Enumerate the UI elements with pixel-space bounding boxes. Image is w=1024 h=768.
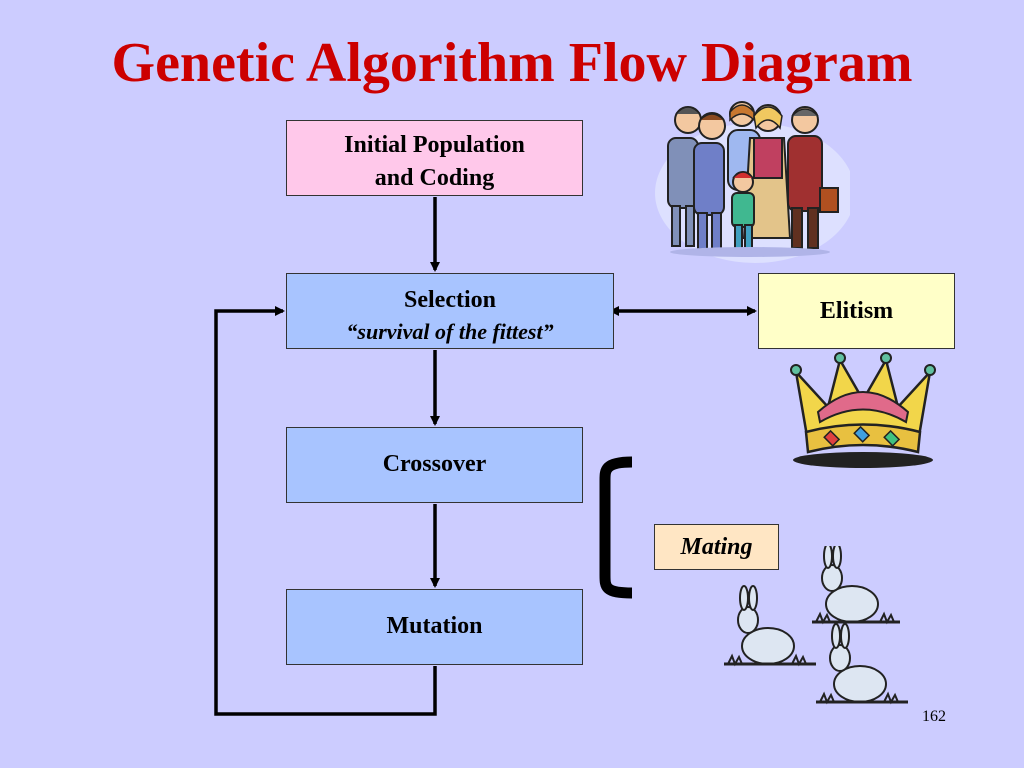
elitism-label: Elitism (819, 298, 894, 324)
mutation-label: Mutation (386, 613, 483, 639)
group-of-people-clipart (655, 101, 850, 263)
mating-label: Mating (680, 534, 753, 560)
rabbits-clipart (724, 546, 908, 705)
mutation-box: Mutation (286, 589, 583, 665)
initial-population-label-line2: and Coding (374, 165, 495, 191)
initial-population-box: Initial Population and Coding (286, 120, 583, 196)
slide-title: Genetic Algorithm Flow Diagram (111, 32, 913, 94)
selection-box: Selection “survival of the fittest” (286, 273, 614, 349)
mating-bracket (599, 456, 633, 599)
loop-mutation-to-selection (214, 306, 437, 716)
initial-population-label-line1: Initial Population (344, 132, 525, 158)
mating-box: Mating (654, 524, 779, 570)
crown-clipart (790, 352, 936, 468)
crossover-label: Crossover (382, 451, 487, 477)
crossover-box: Crossover (286, 427, 583, 503)
page-number: 162 (922, 708, 946, 725)
selection-label: Selection (404, 287, 496, 313)
elitism-box: Elitism (758, 273, 955, 349)
selection-subtitle: “survival of the fittest” (346, 319, 554, 344)
